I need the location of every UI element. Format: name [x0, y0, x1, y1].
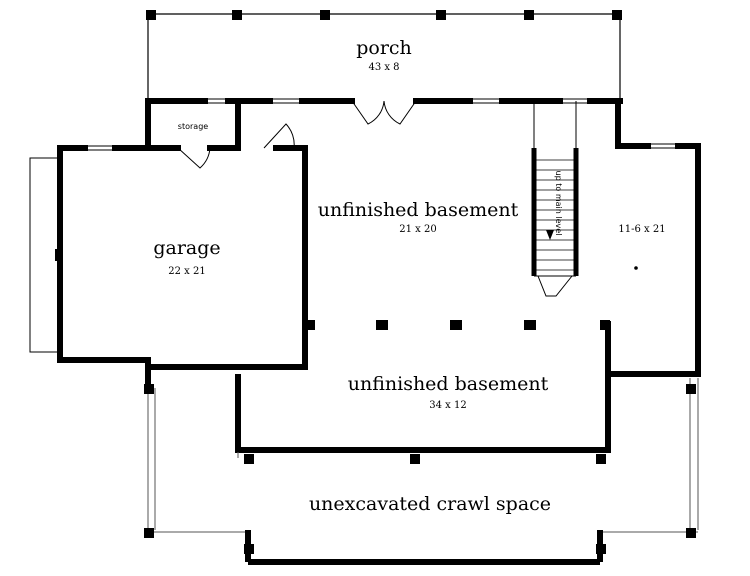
- porch-posts: [146, 10, 622, 20]
- center-dot: [634, 266, 638, 270]
- stairs-label: up to main level: [554, 171, 563, 236]
- porch-area: [147, 13, 621, 100]
- crawl-space-label: unexcavated crawl space: [309, 493, 551, 515]
- crawl-space-walls: [245, 530, 603, 565]
- crawl-space-posts: [144, 384, 696, 554]
- garage-door-post: [55, 249, 63, 261]
- basement-upper-dims: 21 x 20: [399, 224, 436, 235]
- porch-dims: 43 x 8: [368, 62, 399, 73]
- support-posts: [307, 320, 610, 330]
- storage-label: storage: [178, 122, 208, 131]
- doors: [177, 100, 417, 169]
- right-room-dims: 11-6 x 21: [618, 224, 665, 235]
- basement-lower-label: unfinished basement: [348, 373, 549, 395]
- basement-upper-label: unfinished basement: [318, 199, 519, 221]
- porch-label: porch: [356, 37, 412, 59]
- garage-dims: 22 x 21: [168, 266, 205, 277]
- garage-label: garage: [153, 237, 220, 259]
- stairs: [531, 101, 579, 297]
- windows: [85, 98, 678, 151]
- basement-lower-dims: 34 x 12: [429, 400, 466, 411]
- exterior-walls: [57, 98, 701, 453]
- crawl-space-outline: [147, 378, 699, 533]
- stair-arrow-icon: [546, 230, 554, 240]
